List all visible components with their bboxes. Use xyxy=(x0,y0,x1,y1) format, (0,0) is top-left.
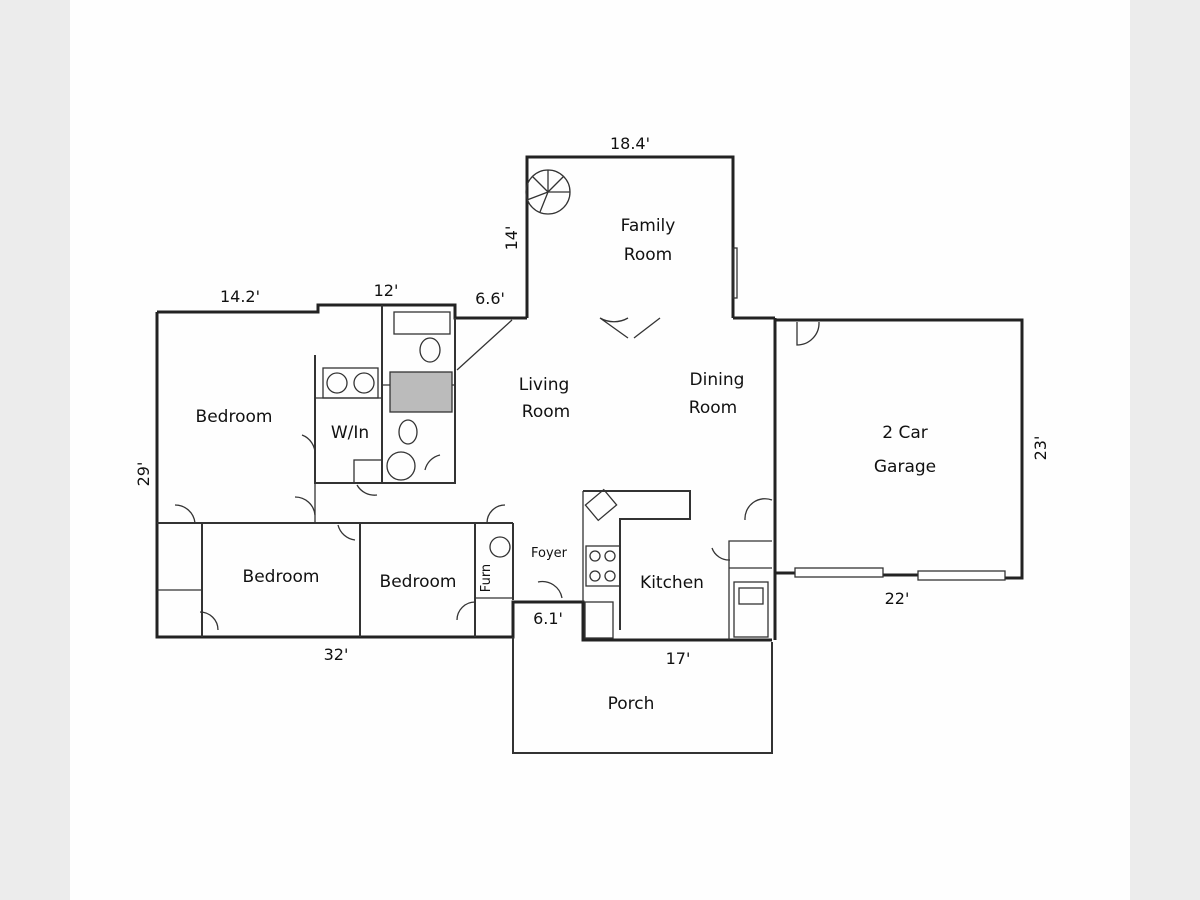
dim-foyer-step: 6.1' xyxy=(533,609,563,628)
dim-garage-bottom: 22' xyxy=(885,589,910,608)
dim-garage-side: 23' xyxy=(1031,436,1050,461)
dining-room-label-2: Room xyxy=(689,398,737,418)
bedroom-2-label: Bedroom xyxy=(243,567,320,587)
kitchen-label: Kitchen xyxy=(640,573,704,593)
floor-plan-sheet xyxy=(70,0,1130,900)
bedroom-main-label: Bedroom xyxy=(196,407,273,427)
dim-hall-top: 6.6' xyxy=(475,289,505,308)
door-swings xyxy=(174,317,820,631)
walk-in-closet-label: W/In xyxy=(331,423,369,443)
dim-bedroom-top: 14.2' xyxy=(220,287,260,306)
furnace-label: Furn xyxy=(479,564,494,592)
dim-family-depth: 14' xyxy=(502,226,521,251)
dining-room-label: Dining xyxy=(690,370,745,390)
family-room-label-2: Room xyxy=(624,245,672,265)
dim-kitchen-bottom: 17' xyxy=(666,649,691,668)
living-room-label-2: Room xyxy=(522,402,570,422)
family-room-label: Family xyxy=(621,216,676,236)
dim-left-side: 29' xyxy=(134,462,153,487)
walls xyxy=(155,155,1024,754)
porch-label: Porch xyxy=(608,694,655,714)
dim-family-width: 18.4' xyxy=(610,134,650,153)
foyer-label: Foyer xyxy=(531,546,568,561)
garage-label: 2 Car xyxy=(882,423,928,443)
living-room-label: Living xyxy=(519,375,570,395)
bedroom-3-label: Bedroom xyxy=(380,572,457,592)
garage-label-2: Garage xyxy=(874,457,936,477)
dim-bath-top: 12' xyxy=(374,281,399,300)
dim-bottom-left: 32' xyxy=(324,645,349,664)
